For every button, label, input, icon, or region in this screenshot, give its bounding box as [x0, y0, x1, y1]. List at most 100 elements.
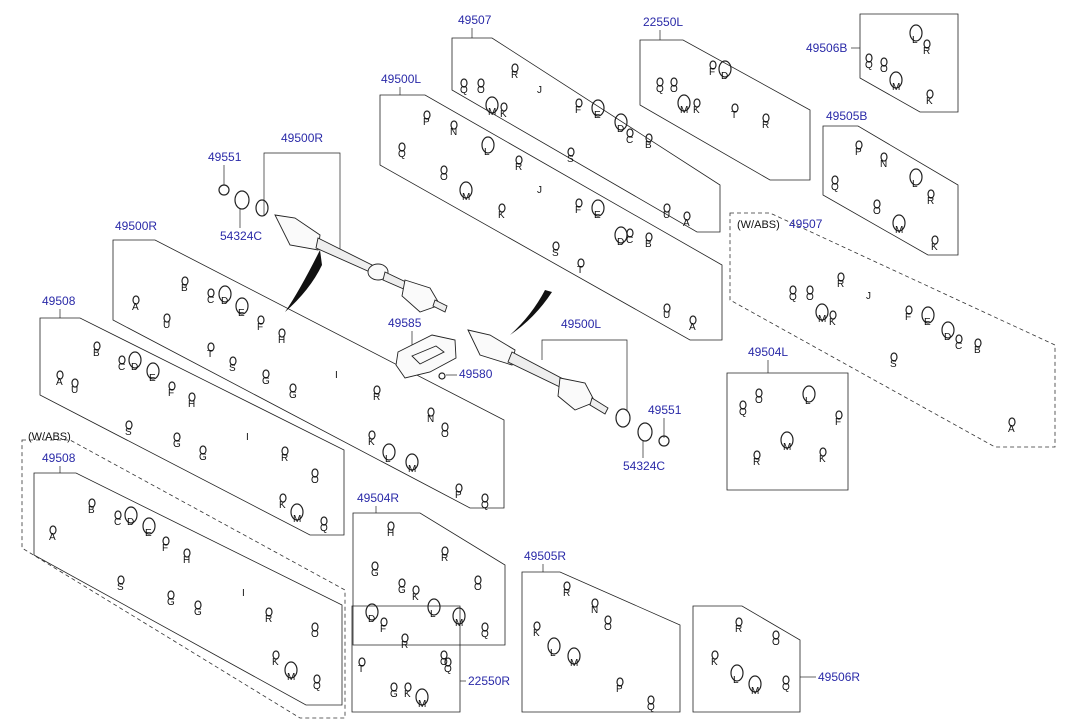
part-glyph: [802, 385, 816, 403]
part-glyph: [284, 661, 298, 679]
part-glyph: [693, 98, 701, 108]
part-letter-s: S: [552, 248, 559, 259]
part-glyph: [500, 102, 508, 112]
part-letter-f: F: [168, 388, 174, 399]
part-letter-o: O: [311, 629, 319, 640]
part-letter-u: U: [163, 320, 170, 331]
part-glyph: [117, 575, 125, 585]
part-glyph: [626, 128, 634, 138]
part-glyph: [279, 493, 287, 503]
part-glyph: [71, 378, 79, 388]
part-letter-a: A: [683, 218, 690, 229]
part-glyph: [207, 342, 215, 352]
part-letter-q: Q: [481, 629, 489, 640]
part-glyph: [163, 313, 171, 323]
part-letter-m: M: [570, 658, 578, 669]
part-glyph: [477, 78, 485, 88]
part-glyph: [689, 315, 697, 325]
part-glyph: [575, 198, 583, 208]
part-letter-a: A: [132, 302, 139, 313]
part-glyph: [718, 60, 732, 78]
part-glyph: [819, 447, 827, 457]
part-glyph: [265, 607, 273, 617]
part-glyph: [1008, 417, 1016, 427]
part-letter-s: S: [117, 582, 124, 593]
part-letter-c: C: [626, 135, 633, 146]
part-letter-d: D: [617, 237, 624, 248]
part-glyph: [368, 430, 376, 440]
part-glyph: [735, 617, 743, 627]
part-letter-d: D: [131, 362, 138, 373]
part-glyph: [423, 110, 431, 120]
part-glyph: [181, 276, 189, 286]
part-letter-u: U: [71, 385, 78, 396]
part-glyph: [371, 561, 379, 571]
part-letter-o: O: [311, 475, 319, 486]
part-letter-k: K: [368, 437, 375, 448]
part-letter-q: Q: [647, 702, 655, 713]
part-letter-q: Q: [656, 84, 664, 95]
part-glyph: [88, 498, 96, 508]
part-letter-q: Q: [444, 664, 452, 675]
part-letter-d: D: [368, 614, 375, 625]
part-glyph: [444, 657, 452, 667]
part-letter-m: M: [287, 672, 295, 683]
part-glyph: [412, 585, 420, 595]
part-letter-g: G: [289, 390, 297, 401]
part-letter-j: J: [537, 185, 542, 196]
callout-49500R-mid: 49500R: [115, 219, 157, 233]
part-letter-d: D: [721, 71, 728, 82]
part-glyph: [229, 356, 237, 366]
part-glyph: [427, 598, 441, 616]
part-glyph: [974, 338, 982, 348]
part-letter-c: C: [626, 235, 633, 246]
part-letter-k: K: [498, 210, 505, 221]
part-letter-o: O: [441, 429, 449, 440]
part-glyph: [591, 99, 605, 117]
part-letter-s: S: [567, 154, 574, 165]
part-letter-l: L: [385, 454, 391, 465]
part-glyph: [128, 351, 142, 369]
part-letter-b: B: [88, 505, 95, 516]
part-glyph: [677, 94, 691, 112]
panel-outlines: [33, 13, 959, 713]
part-letter-l: L: [805, 396, 811, 407]
part-glyph: [614, 113, 628, 131]
part-glyph: [709, 60, 717, 70]
callout-49506R: 49506R: [818, 670, 860, 684]
part-letter-h: H: [278, 335, 285, 346]
part-glyph: [552, 241, 560, 251]
callout-49504L: 49504L: [748, 345, 788, 359]
part-letter-f: F: [575, 205, 581, 216]
part-letter-l: L: [430, 609, 436, 620]
part-letter-p: P: [855, 147, 862, 158]
part-letter-e: E: [924, 317, 931, 328]
part-letter-l: L: [912, 35, 918, 46]
part-letter-r: R: [265, 614, 272, 625]
part-glyph: [118, 355, 126, 365]
part-glyph: [124, 506, 138, 524]
part-glyph: [452, 607, 466, 625]
part-glyph: [427, 407, 435, 417]
part-glyph: [474, 575, 482, 585]
assembled-shaft-left: [467, 290, 670, 447]
part-glyph: [533, 621, 541, 631]
part-letter-g: G: [390, 689, 398, 700]
part-glyph: [199, 445, 207, 455]
part-letter-d: D: [617, 124, 624, 135]
part-glyph: [365, 603, 379, 621]
part-letter-r: R: [563, 588, 570, 599]
part-letter-f: F: [835, 417, 841, 428]
part-glyph: [806, 285, 814, 295]
part-glyph: [880, 152, 888, 162]
part-glyph: [207, 288, 215, 298]
part-letter-f: F: [257, 322, 263, 333]
part-letter-k: K: [404, 689, 411, 700]
part-glyph: [387, 521, 395, 531]
part-letter-b: B: [974, 345, 981, 356]
part-letter-p: P: [423, 117, 430, 128]
part-glyph: [56, 370, 64, 380]
part-glyph: [772, 630, 780, 640]
part-letter-e: E: [149, 373, 156, 384]
part-glyph: [829, 310, 837, 320]
